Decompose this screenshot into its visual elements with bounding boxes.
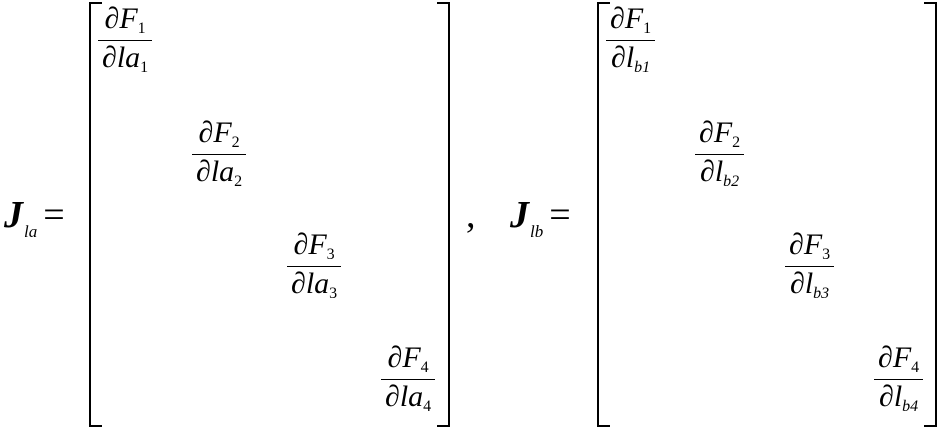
right-matrix-entry-3: ∂F3 ∂lb3 <box>785 230 835 302</box>
fraction-bar <box>287 266 342 267</box>
separator-comma: , <box>466 194 476 236</box>
right-matrix-close-bracket <box>924 2 937 427</box>
equals-sign: = <box>43 194 65 236</box>
right-matrix-entry-1: ∂F1 ∂lb1 <box>606 4 656 76</box>
fraction-bar <box>695 154 745 155</box>
left-matrix-entry-1: ∂F1 ∂la1 <box>98 4 153 76</box>
right-matrix-entry-2: ∂F2 ∂lb2 <box>695 118 745 190</box>
fraction-bar <box>192 154 247 155</box>
jacobian-symbol: J <box>4 194 23 236</box>
jacobian-symbol: J <box>510 194 529 236</box>
jacobian-la-label: Jla = <box>4 196 65 240</box>
equals-sign: = <box>549 194 571 236</box>
jacobian-lb-label: Jlb = <box>510 196 571 240</box>
fraction-bar <box>381 379 436 380</box>
right-matrix-entry-4: ∂F4 ∂lb4 <box>874 343 924 415</box>
left-matrix-entry-2: ∂F2 ∂la2 <box>192 118 247 190</box>
left-matrix-close-bracket <box>437 2 450 427</box>
right-matrix-open-bracket <box>597 2 610 427</box>
left-matrix-entry-3: ∂F3 ∂la3 <box>287 230 342 302</box>
jacobian-subscript: la <box>24 222 38 241</box>
jacobian-subscript: lb <box>530 222 544 241</box>
fraction-bar <box>606 40 656 41</box>
fraction-bar <box>785 266 835 267</box>
left-matrix-entry-4: ∂F4 ∂la4 <box>381 343 436 415</box>
left-matrix-open-bracket <box>89 2 102 427</box>
fraction-bar <box>874 379 924 380</box>
fraction-bar <box>98 40 153 41</box>
